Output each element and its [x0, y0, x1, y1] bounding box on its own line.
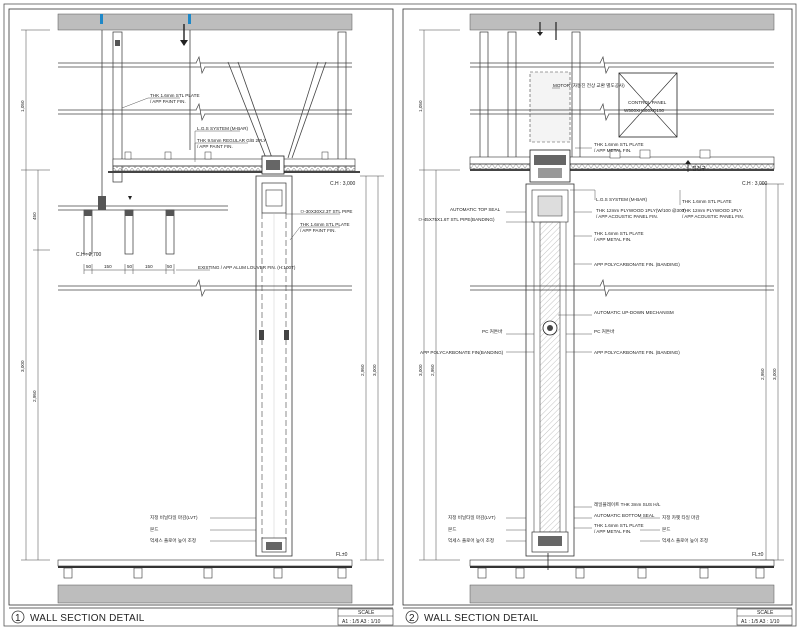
panel-2-drawing — [419, 13, 784, 604]
panel-1-drawing — [21, 13, 384, 604]
p2-label-top-seal: AUTOMATIC TOP SEAL — [450, 207, 501, 212]
anchor-marker — [100, 14, 103, 24]
p2-label-floor1r: 지정 카펫 타일 마감 — [662, 514, 700, 521]
p2-label-pc-fin-right: APP POLYCARBONATE FIN. (BANDING) — [594, 350, 680, 355]
p2-label-plate-mid-sub: / APP METAL FIN. — [594, 237, 631, 242]
p2-label-control-sub: W500XH600XD150 — [624, 108, 665, 113]
p2-dim-total: 3,000 — [418, 364, 423, 376]
p2-number: 2 — [409, 613, 415, 624]
p2-label-pc-right: PC 커튼바 — [594, 328, 615, 335]
p2-label-floor3r: 억세스 플로어 높이 조정 — [662, 537, 708, 544]
p2-level-ceiling: C.H : 3,000 — [742, 181, 768, 187]
slab-top — [57, 13, 353, 31]
p1-dim-right-total: 3,000 — [372, 364, 377, 376]
p1-label-plate2: THK 1.6mm STL PLATE — [300, 222, 350, 227]
p2-label-control: CONTROL PANEL — [628, 100, 667, 105]
p1-scale-label: SCALE — [358, 610, 375, 616]
p2-scale-label: SCALE — [757, 610, 774, 616]
p1-label-louver: EXISTING / APP ALUM LOUVER FIN. (H:100T) — [198, 265, 296, 270]
p1-level-louver: C.H : 2,700 — [76, 252, 102, 258]
anchor-marker — [188, 14, 191, 24]
p2-label-plate-right: THK 1.6mm STL PLATE — [682, 199, 732, 204]
p2-number-circle — [405, 610, 419, 624]
p2-label-acoustic: / APP ACOUSTIC PANEL FIN. — [596, 214, 658, 219]
p1-label-floor3: 억세스 플로어 높이 조정 — [150, 537, 196, 544]
p1-label-plate: THK 1.6mm STL PLATE — [150, 93, 200, 98]
p1-dim-fin: 150 — [104, 264, 112, 269]
p1-label-plate-sub: / APP PAINT FIN. — [150, 99, 186, 104]
panel-2-frame — [402, 8, 793, 606]
p2-dim-lower: 2,950 — [430, 364, 435, 376]
p2-label-plate-top-sub: / APP METAL FIN. — [594, 148, 631, 153]
p2-label-plate-bot: THK 1.6mm STL PLATE — [594, 523, 644, 528]
p1-number: 1 — [15, 613, 21, 624]
p1-dim-upper: 1,050 — [20, 100, 25, 112]
p2-dim-upper: 1,050 — [418, 100, 423, 112]
outer-frame — [3, 3, 797, 627]
p1-label-lgs: L.G.S SYSTEM (M-BAR) — [197, 126, 249, 131]
p1-label-pipe: ㅁ-30X30X2.3T STL PIPE — [300, 209, 353, 214]
p2-label-pc-fin-left: APP POLYCARBONATE FIN(BANDING) — [420, 350, 504, 355]
p2-label-bottom-seal: AUTOMATIC BOTTOM SEAL — [594, 513, 655, 518]
p2-label-plywood: THK 12mm PLYWOOD 1PLY(W/100 @300) — [596, 208, 686, 213]
p1-dim-fin: 150 — [145, 264, 153, 269]
p1-dim-right-lower: 2,950 — [360, 364, 365, 376]
p2-scale-value: A1 : 1/5 A3 : 1/10 — [741, 619, 780, 625]
p1-label-gb: THK 9.5mm REGULAR G/B 2PLY — [197, 138, 266, 143]
p2-label-plate-bot-sub: / APP METAL FIN. — [594, 529, 631, 534]
p1-level-floor: FL±0 — [336, 552, 348, 558]
p2-title: WALL SECTION DETAIL — [424, 613, 539, 624]
p2-label-plywood-right: THK 12mm PLYWOOD 1PLY — [682, 208, 742, 213]
p2-label-floor1: 지정 비닐타일 마감(LVT) — [448, 514, 496, 521]
p1-dim-total: 3,000 — [20, 360, 25, 372]
p1-level-ceiling: C.H : 3,000 — [330, 181, 356, 187]
p2-label-pc-band: APP POLYCARBONATE FIN. (BANDING) — [594, 262, 680, 267]
p1-dim-fin: 50 — [167, 264, 173, 269]
p2-dim-right-lower: 2,950 — [760, 368, 765, 380]
p2-label-mechanism: AUTOMATIC UP-DOWN MECHANISM — [594, 310, 674, 315]
p2-label-plate-mid: THK 1.6mm STL PLATE — [594, 231, 644, 236]
p2-level-floor: FL±0 — [752, 552, 764, 558]
panel-1-frame — [8, 8, 394, 606]
p2-level-inspect: 점검구 — [692, 165, 706, 172]
p2-label-lgs: L.G.S SYSTEM (M-BAR) — [596, 197, 648, 202]
p1-label-plate2-sub: / APP PAINT FIN. — [300, 228, 336, 233]
p2-label-pc-left: PC 커튼바 — [482, 328, 503, 335]
p1-title: WALL SECTION DETAIL — [30, 613, 145, 624]
p1-label-floor2: 본드 — [150, 527, 158, 532]
polycarbonate-curtain — [539, 221, 561, 533]
p1-dim-mid: 450 — [32, 212, 37, 220]
p2-dim-right-total: 3,000 — [772, 368, 777, 380]
p1-dim-fin: 50 — [127, 264, 133, 269]
p1-scale-value: A1 : 1/5 A3 : 1/10 — [342, 619, 381, 625]
p2-label-floor2r: 본드 — [662, 527, 670, 532]
p1-dim-fin: 50 — [86, 264, 92, 269]
p2-label-motor: MOTOR (자동진 전상 교환 별도공사) — [553, 82, 625, 89]
p2-label-sus: 레일플레이트 THK 3mm SUS H/L — [594, 501, 661, 508]
p2-label-floor3: 억세스 플로어 높이 조정 — [448, 537, 494, 544]
p2-label-pipe: ㅁ-45X75X1.6T STL PIPE(BANDING) — [418, 217, 495, 222]
p2-label-plate-top: THK 1.6mm STL PLATE — [594, 142, 644, 147]
p1-number-circle — [11, 610, 25, 624]
p1-label-floor1: 지정 비닐타일 마감(LVT) — [150, 514, 198, 521]
p2-label-acoustic-right: / APP ACOUSTIC PANEL FIN. — [682, 214, 744, 219]
p2-label-floor2: 본드 — [448, 527, 456, 532]
p1-dim-lower: 2,950 — [32, 390, 37, 402]
p1-label-gb-sub: / APP PAINT FIN. — [197, 144, 233, 149]
